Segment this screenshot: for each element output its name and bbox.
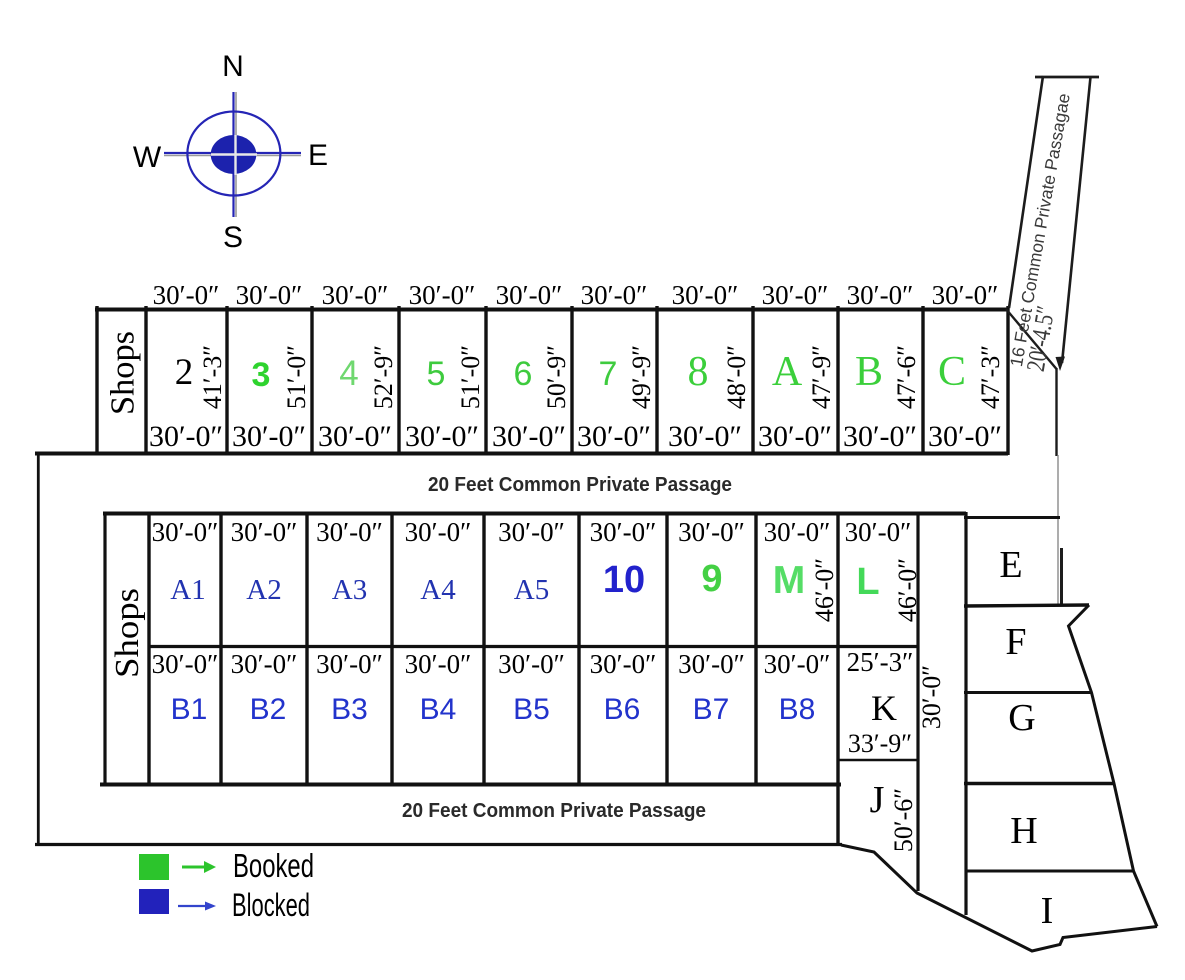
svg-text:30′-0″: 30′-0″ — [764, 649, 831, 679]
svg-text:50′-6″: 50′-6″ — [889, 788, 918, 852]
svg-text:49′-9″: 49′-9″ — [627, 345, 656, 409]
svg-text:30′-0″: 30′-0″ — [152, 649, 219, 679]
svg-text:30′-0″: 30′-0″ — [153, 280, 220, 310]
svg-text:M: M — [773, 559, 806, 602]
svg-text:B7: B7 — [693, 693, 730, 726]
svg-text:30′-0″: 30′-0″ — [322, 280, 389, 310]
svg-text:Shops: Shops — [109, 588, 146, 678]
svg-text:51′-0″: 51′-0″ — [456, 345, 485, 409]
svg-text:30′-0″: 30′-0″ — [845, 517, 912, 547]
svg-text:30′-0″: 30′-0″ — [668, 420, 742, 453]
svg-text:B2: B2 — [250, 693, 287, 726]
svg-text:20 Feet Common Private Passage: 20 Feet Common Private Passage — [402, 799, 706, 822]
svg-text:25′-3″: 25′-3″ — [847, 647, 914, 677]
svg-text:E: E — [308, 139, 328, 172]
svg-text:30′-0″: 30′-0″ — [672, 280, 739, 310]
svg-text:30′-0″: 30′-0″ — [843, 420, 917, 453]
svg-text:30′-0″: 30′-0″ — [405, 420, 479, 453]
svg-text:4: 4 — [339, 354, 358, 393]
svg-text:30′-0″: 30′-0″ — [492, 420, 566, 453]
svg-text:B8: B8 — [779, 693, 816, 726]
svg-text:E: E — [999, 544, 1022, 586]
svg-text:30′-0″: 30′-0″ — [316, 649, 383, 679]
svg-text:F: F — [1005, 621, 1026, 663]
svg-text:6: 6 — [514, 355, 533, 393]
svg-text:K: K — [871, 688, 897, 728]
svg-text:Shops: Shops — [105, 331, 142, 415]
svg-text:C: C — [938, 349, 966, 395]
svg-text:B: B — [855, 349, 883, 395]
svg-text:30′-0″: 30′-0″ — [590, 517, 657, 547]
svg-text:30′-0″: 30′-0″ — [231, 649, 298, 679]
svg-text:30′-0″: 30′-0″ — [409, 280, 476, 310]
svg-text:5: 5 — [427, 355, 446, 393]
svg-text:30′-0″: 30′-0″ — [498, 517, 565, 547]
svg-text:W: W — [133, 141, 162, 174]
svg-text:51′-0″: 51′-0″ — [282, 345, 311, 409]
svg-text:G: G — [1008, 697, 1035, 739]
svg-text:N: N — [222, 50, 244, 83]
svg-text:33′-9″: 33′-9″ — [848, 729, 912, 758]
svg-text:30′-0″: 30′-0″ — [149, 420, 223, 453]
svg-text:A4: A4 — [420, 574, 456, 606]
svg-text:20 Feet Common Private Passage: 20 Feet Common Private Passage — [428, 473, 732, 496]
svg-text:A: A — [772, 349, 803, 395]
svg-text:B6: B6 — [604, 693, 641, 726]
svg-text:I: I — [1041, 890, 1054, 932]
svg-text:30′-0″: 30′-0″ — [932, 280, 999, 310]
svg-text:48′-0″: 48′-0″ — [722, 345, 751, 409]
svg-text:A1: A1 — [170, 574, 205, 606]
svg-text:30′-0″: 30′-0″ — [405, 649, 472, 679]
svg-text:30′-0″: 30′-0″ — [498, 649, 565, 679]
svg-text:30′-0″: 30′-0″ — [231, 517, 298, 547]
svg-text:30′-0″: 30′-0″ — [405, 517, 472, 547]
svg-text:A2: A2 — [246, 574, 281, 606]
svg-text:A5: A5 — [514, 574, 549, 606]
svg-text:B1: B1 — [171, 693, 208, 726]
svg-text:30′-0″: 30′-0″ — [316, 517, 383, 547]
svg-text:30′-0″: 30′-0″ — [318, 420, 392, 453]
svg-text:46′-0″: 46′-0″ — [810, 558, 839, 622]
svg-text:30′-0″: 30′-0″ — [496, 280, 563, 310]
svg-text:J: J — [870, 779, 885, 821]
svg-text:B4: B4 — [420, 693, 457, 726]
svg-text:30′-0″: 30′-0″ — [232, 420, 306, 453]
svg-text:3: 3 — [252, 356, 271, 394]
svg-text:30′-0″: 30′-0″ — [590, 649, 657, 679]
svg-text:8: 8 — [688, 349, 709, 395]
svg-text:Booked: Booked — [233, 847, 314, 884]
svg-text:41′-3″: 41′-3″ — [198, 345, 227, 409]
svg-text:30′-0″: 30′-0″ — [917, 665, 946, 729]
svg-text:2: 2 — [175, 352, 194, 393]
svg-text:9: 9 — [701, 558, 722, 600]
svg-text:10: 10 — [603, 559, 645, 601]
svg-text:30′-0″: 30′-0″ — [847, 280, 914, 310]
svg-text:52′-9″: 52′-9″ — [369, 345, 398, 409]
svg-text:30′-0″: 30′-0″ — [762, 280, 829, 310]
svg-text:30′-0″: 30′-0″ — [928, 420, 1002, 453]
svg-text:47′-9″: 47′-9″ — [807, 345, 836, 409]
svg-text:7: 7 — [599, 355, 618, 393]
svg-text:H: H — [1010, 810, 1037, 852]
svg-text:46′-0″: 46′-0″ — [893, 558, 922, 622]
svg-text:30′-0″: 30′-0″ — [152, 517, 219, 547]
svg-text:50′-9″: 50′-9″ — [542, 345, 571, 409]
svg-text:30′-0″: 30′-0″ — [236, 280, 303, 310]
svg-text:47′-6″: 47′-6″ — [892, 345, 921, 409]
svg-text:L: L — [856, 561, 879, 603]
svg-text:30′-0″: 30′-0″ — [577, 420, 651, 453]
svg-text:47′-3″: 47′-3″ — [976, 345, 1005, 409]
svg-text:30′-0″: 30′-0″ — [678, 517, 745, 547]
svg-text:B5: B5 — [513, 693, 550, 726]
svg-text:30′-0″: 30′-0″ — [581, 280, 648, 310]
svg-text:Blocked: Blocked — [232, 887, 310, 923]
svg-text:S: S — [223, 221, 243, 254]
svg-text:30′-0″: 30′-0″ — [758, 420, 832, 453]
svg-text:A3: A3 — [332, 574, 367, 606]
svg-text:30′-0″: 30′-0″ — [678, 649, 745, 679]
svg-text:30′-0″: 30′-0″ — [764, 517, 831, 547]
svg-text:B3: B3 — [331, 693, 368, 726]
